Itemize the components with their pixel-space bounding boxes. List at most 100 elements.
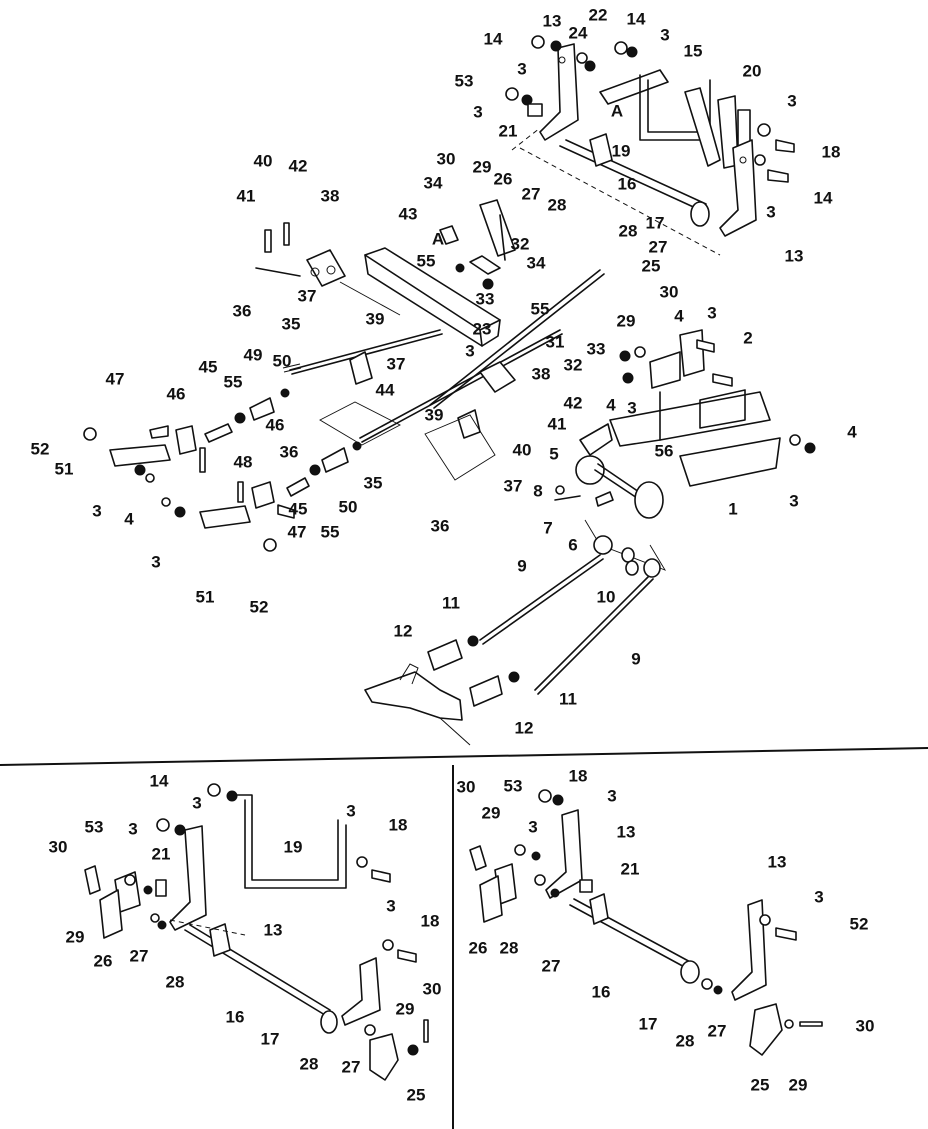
- callout-51: 51: [196, 587, 215, 606]
- callout-3: 3: [814, 887, 823, 906]
- callout-9: 9: [517, 556, 526, 575]
- callout-4: 4: [847, 422, 857, 441]
- callout-35: 35: [282, 314, 301, 333]
- callout-22: 22: [589, 5, 608, 24]
- callout-29: 29: [66, 927, 85, 946]
- callout-3: 3: [528, 817, 537, 836]
- callout-15: 15: [684, 41, 703, 60]
- callout-36: 36: [233, 301, 252, 320]
- callout-16: 16: [618, 174, 637, 193]
- callout-32: 32: [564, 355, 583, 374]
- callout-3: 3: [386, 896, 395, 915]
- callout-25: 25: [642, 256, 661, 275]
- callout-37: 37: [504, 476, 523, 495]
- callout-11: 11: [559, 689, 577, 708]
- callout-13: 13: [617, 822, 636, 841]
- callout-25: 25: [751, 1075, 770, 1094]
- callout-30: 30: [423, 979, 442, 998]
- callout-17: 17: [639, 1014, 658, 1033]
- callout-33: 33: [587, 339, 606, 358]
- callout-52: 52: [850, 914, 869, 933]
- control-rods-35: [282, 269, 605, 481]
- callout-38: 38: [321, 186, 340, 205]
- callout-35: 35: [364, 473, 383, 492]
- callout-51: 51: [55, 459, 74, 478]
- callout-13: 13: [543, 11, 562, 30]
- callout-17: 17: [261, 1029, 280, 1048]
- callout-3: 3: [192, 793, 201, 812]
- callout-23: 23: [473, 319, 492, 338]
- callout-46: 46: [167, 384, 186, 403]
- callout-29: 29: [473, 157, 492, 176]
- callout-42: 42: [564, 393, 583, 412]
- callout-3: 3: [660, 25, 669, 44]
- callout-2: 2: [743, 328, 752, 347]
- callout-3: 3: [92, 501, 101, 520]
- callout-13: 13: [264, 920, 283, 939]
- callout-18: 18: [389, 815, 408, 834]
- linkage-rods-9: [479, 535, 661, 695]
- top-fasteners: [505, 35, 795, 183]
- callout-46: 46: [266, 415, 285, 434]
- turnbuckle-left-lower: [286, 441, 362, 497]
- callout-27: 27: [708, 1021, 727, 1040]
- callout-3: 3: [607, 786, 616, 805]
- callout-47: 47: [106, 369, 125, 388]
- callout-41: 41: [548, 414, 567, 433]
- callout-18: 18: [421, 911, 440, 930]
- callout-26: 26: [494, 169, 513, 188]
- callout-39: 39: [366, 309, 385, 328]
- callout-18: 18: [569, 766, 588, 785]
- callout-27: 27: [649, 237, 668, 256]
- callout-21: 21: [152, 844, 171, 863]
- callout-52: 52: [250, 597, 269, 616]
- callout-27: 27: [522, 184, 541, 203]
- mounting-bracket-1: [609, 329, 816, 487]
- callout-30: 30: [437, 149, 456, 168]
- callout-A: A: [432, 229, 444, 248]
- callout-13: 13: [785, 246, 804, 265]
- callout-21: 21: [499, 121, 518, 140]
- callout-3: 3: [517, 59, 526, 78]
- callout-3: 3: [128, 819, 137, 838]
- callout-30: 30: [856, 1016, 875, 1035]
- callout-44: 44: [376, 380, 395, 399]
- callout-4: 4: [674, 306, 684, 325]
- callout-29: 29: [482, 803, 501, 822]
- callout-55: 55: [531, 299, 550, 318]
- callout-37: 37: [298, 286, 317, 305]
- callout-38: 38: [532, 364, 551, 383]
- callout-40: 40: [513, 440, 532, 459]
- callout-24: 24: [569, 23, 588, 42]
- callout-3: 3: [766, 202, 775, 221]
- callout-27: 27: [130, 946, 149, 965]
- callout-43: 43: [399, 204, 418, 223]
- callout-47: 47: [288, 522, 307, 541]
- callout-16: 16: [592, 982, 611, 1001]
- callout-7: 7: [543, 518, 552, 537]
- variant-a-assembly: [84, 783, 429, 1081]
- callout-52: 52: [31, 439, 50, 458]
- side-plates-13: [539, 43, 757, 237]
- callout-8: 8: [533, 481, 542, 500]
- callout-53: 53: [455, 71, 474, 90]
- callout-34: 34: [527, 253, 546, 272]
- callout-50: 50: [339, 497, 358, 516]
- callout-55: 55: [224, 372, 243, 391]
- callout-53: 53: [85, 817, 104, 836]
- callout-27: 27: [342, 1057, 361, 1076]
- callout-28: 28: [500, 938, 519, 957]
- callout-10: 10: [597, 587, 616, 606]
- callout-33: 33: [476, 289, 495, 308]
- end-brackets-51: [83, 425, 295, 552]
- callout-3: 3: [473, 102, 482, 121]
- callout-3: 3: [151, 552, 160, 571]
- callout-49: 49: [244, 345, 263, 364]
- callout-17: 17: [646, 213, 665, 232]
- callout-19: 19: [284, 837, 303, 856]
- callout-55: 55: [417, 251, 436, 270]
- callout-A: A: [611, 101, 623, 120]
- callout-27: 27: [542, 956, 561, 975]
- callout-9: 9: [631, 649, 640, 668]
